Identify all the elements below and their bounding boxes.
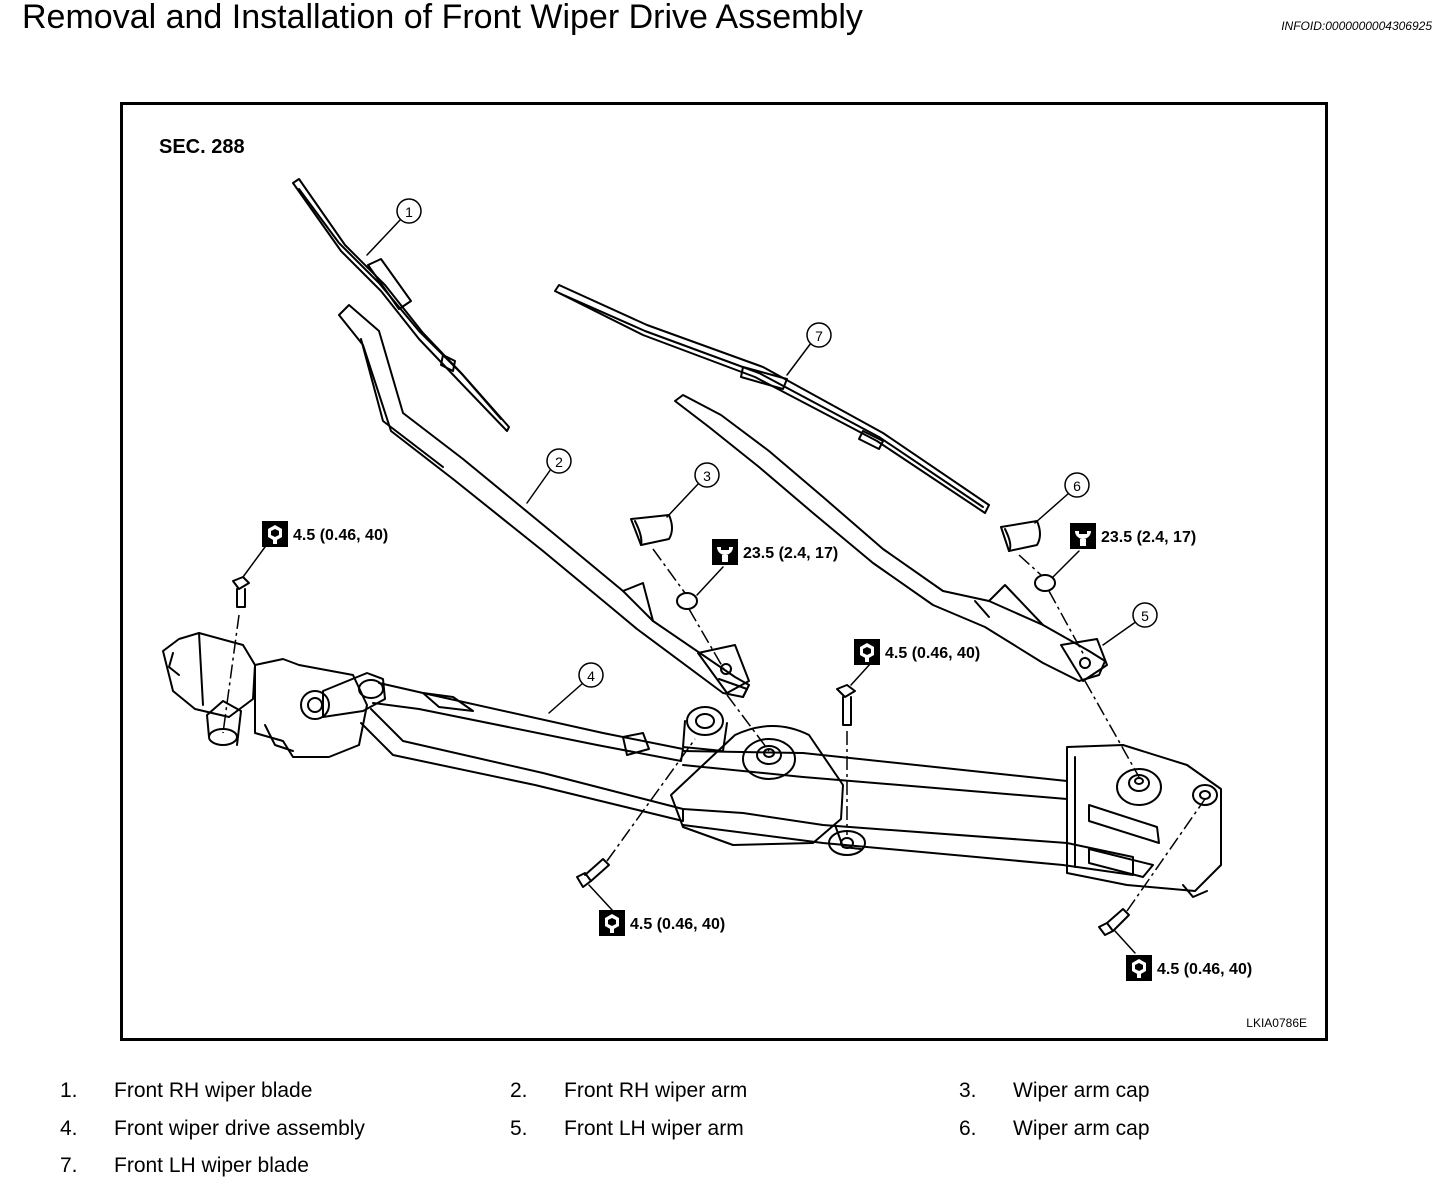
callout-2	[546, 448, 572, 474]
center-bolt	[836, 684, 856, 726]
torque-icon	[599, 910, 625, 936]
wiper-assembly-diagram: SEC. 288 1 2 3 4 5 6 7 4.5 (0.46, 40) 23…	[120, 102, 1328, 1041]
torque-lh-arm-nut: 23.5 (2.4, 17)	[1101, 529, 1196, 546]
lh-arm-nut	[1034, 574, 1056, 592]
rh-wiper-blade	[292, 178, 510, 432]
callout-label-1: 1	[405, 204, 413, 220]
callout-7	[806, 322, 832, 348]
callout-4	[578, 662, 604, 688]
section-label: SEC. 288	[159, 136, 245, 158]
info-id: INFOID:0000000004306925	[1281, 19, 1432, 33]
callout-label-3: 3	[703, 468, 711, 484]
wiper-drive-assembly	[162, 632, 1222, 898]
rh-arm-cap	[630, 514, 673, 546]
callout-label-5: 5	[1141, 608, 1149, 624]
torque-icon	[262, 521, 288, 547]
callout-3	[694, 462, 720, 488]
lh-wiper-arm	[674, 394, 1108, 682]
lh-wiper-blade	[554, 284, 990, 514]
page-title: Removal and Installation of Front Wiper …	[22, 0, 863, 36]
wrench-icon	[1070, 523, 1096, 549]
callout-label-4: 4	[587, 668, 595, 684]
torque-left-bottom-bolt: 4.5 (0.46, 40)	[630, 916, 725, 933]
callout-label-2: 2	[555, 454, 563, 470]
motor-top-bolt	[232, 576, 250, 608]
left-bottom-bolt	[576, 858, 610, 888]
lh-arm-cap	[1000, 520, 1041, 552]
rh-wiper-arm	[338, 304, 750, 698]
torque-motor-top: 4.5 (0.46, 40)	[293, 527, 388, 544]
torque-right-bottom-bolt: 4.5 (0.46, 40)	[1157, 961, 1252, 978]
callout-6	[1064, 472, 1090, 498]
torque-icon	[854, 639, 880, 665]
callout-label-7: 7	[815, 328, 823, 344]
figure-code: LKIA0786E	[1246, 1016, 1307, 1030]
callout-1	[396, 198, 422, 224]
rh-arm-nut	[676, 592, 698, 610]
callout-5	[1132, 602, 1158, 628]
wrench-icon	[712, 539, 738, 565]
diagram-canvas: SEC. 288 1 2 3 4 5 6 7 4.5 (0.46, 40) 23…	[159, 136, 1307, 1030]
torque-center-bolt: 4.5 (0.46, 40)	[885, 645, 980, 662]
torque-rh-arm-nut: 23.5 (2.4, 17)	[743, 545, 838, 562]
torque-icon	[1126, 955, 1152, 981]
right-bottom-bolt	[1098, 908, 1130, 936]
callout-label-6: 6	[1073, 478, 1081, 494]
